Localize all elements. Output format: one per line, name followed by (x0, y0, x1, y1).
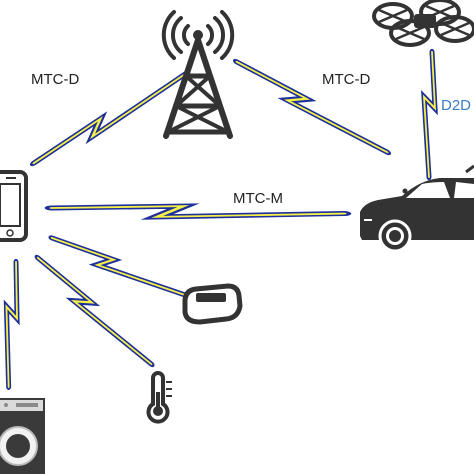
label-d2d: D2D (441, 97, 471, 114)
label-mtc-m: MTC-M (233, 190, 283, 207)
washing-machine-icon (0, 398, 45, 474)
link-phone-car (52, 205, 344, 219)
link-drone-car (424, 52, 435, 177)
car-icon (360, 178, 474, 253)
link-phone-thermometer (33, 256, 156, 368)
smartphone-icon (0, 170, 28, 242)
edge-mark (465, 164, 474, 174)
link-phone-washer (4, 262, 19, 387)
cell-tower-icon (161, 10, 235, 139)
link-phone-wristband (49, 235, 188, 300)
wristband-icon (182, 283, 243, 325)
thermometer-icon (146, 371, 172, 424)
drone-icon (372, 0, 474, 47)
label-mtc-d-right: MTC-D (322, 71, 370, 88)
label-mtc-d-left: MTC-D (31, 71, 79, 88)
